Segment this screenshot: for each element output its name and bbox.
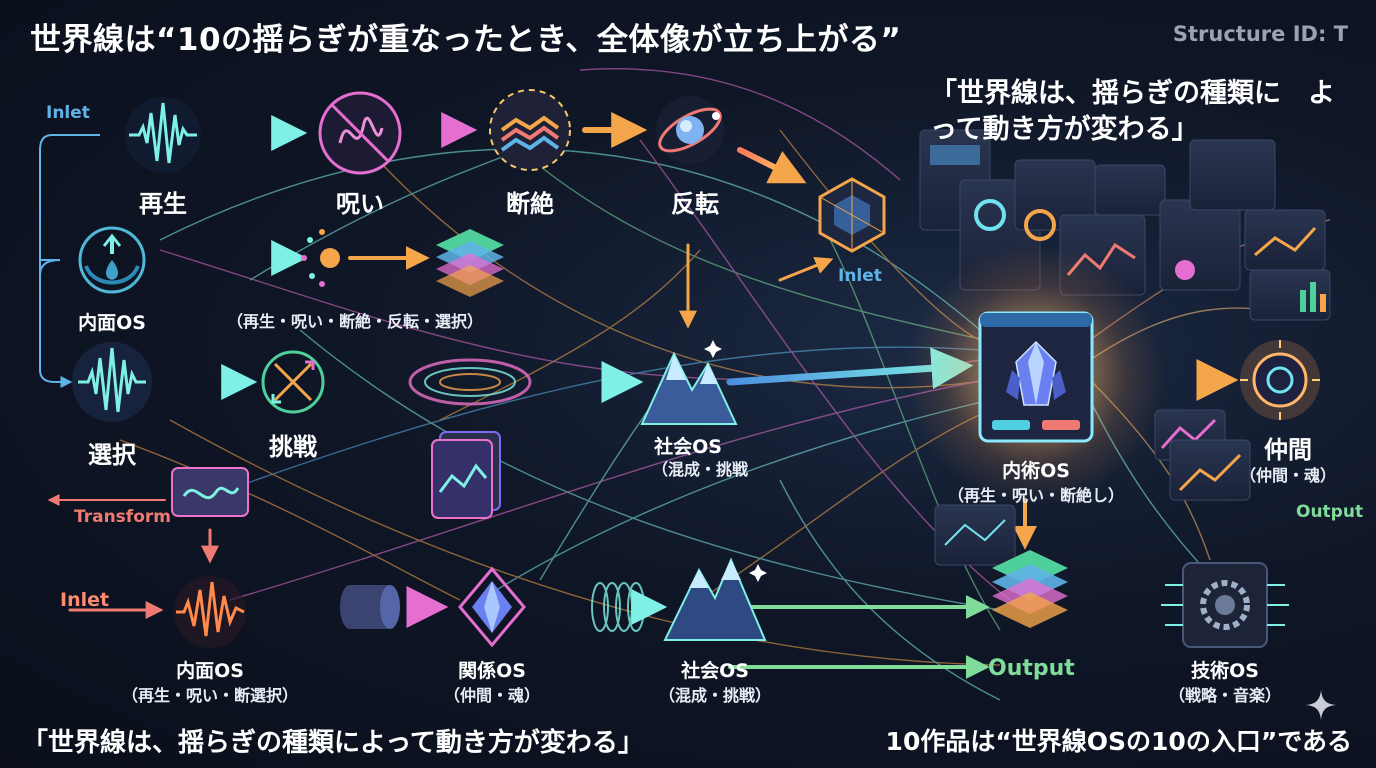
tube-icon bbox=[340, 585, 400, 629]
page-title: 世界線は“10の揺らぎが重なったとき、全体像が立ち上がる” bbox=[30, 22, 902, 58]
node-sentaku-label: 選択 bbox=[88, 441, 136, 469]
quote-bottom: 「世界線は、揺らぎの種類によって動き方が変わる」 bbox=[22, 728, 644, 758]
node-nakama-sub: （仲間・魂） bbox=[1239, 466, 1337, 485]
node-saisei-label: 再生 bbox=[139, 190, 187, 218]
gauge-icon bbox=[1240, 340, 1320, 420]
flow-label-inlet-bottom: Inlet bbox=[60, 589, 110, 611]
sparkle-icon bbox=[1306, 690, 1336, 720]
coil-icon bbox=[591, 582, 645, 632]
node-gijutsu-os-label: 技術OS bbox=[1191, 660, 1259, 682]
node-chousen-label: 挑戦 bbox=[269, 433, 317, 461]
node-kankei-os-label: 関係OS bbox=[458, 660, 526, 682]
node-shakai-os-mid-label: 社会OS bbox=[654, 436, 722, 458]
flow-label-transform: Transform bbox=[74, 507, 171, 527]
node-shakai-os-bottom-sub: （混成・挑戦） bbox=[658, 686, 772, 705]
crystal-diamond-icon bbox=[458, 566, 526, 648]
mountain-icon bbox=[640, 340, 738, 425]
equalizer-icon bbox=[174, 576, 246, 648]
node-kankei-os-sub: （仲間・魂） bbox=[443, 686, 541, 705]
node-naimen-os-bottom-sub: （再生・呪い・断選択） bbox=[121, 686, 299, 705]
waveform-icon bbox=[72, 342, 152, 422]
node-hanten-label: 反転 bbox=[671, 190, 719, 218]
layer-stack-icon bbox=[436, 229, 504, 297]
node-danzetsu-label: 断絶 bbox=[506, 190, 554, 218]
closing-statement: 10作品は“世界線OSの10の入口”である bbox=[885, 727, 1352, 756]
cube-icon bbox=[818, 177, 886, 253]
node-gijutsu-os-sub: （戦略・音楽） bbox=[1168, 686, 1282, 705]
burst-icon bbox=[301, 229, 340, 287]
node-nakama-label: 仲間 bbox=[1264, 436, 1312, 464]
hand-drop-icon bbox=[78, 226, 146, 294]
chart-card-icon bbox=[431, 431, 501, 519]
left-loop-bracket bbox=[39, 134, 100, 388]
flow-label-inlet-center: Inlet bbox=[838, 266, 882, 286]
node-shakai-os-bottom-label: 社会OS bbox=[681, 660, 749, 682]
waveform-icon bbox=[125, 97, 201, 173]
node-noroi-label: 呪い bbox=[336, 190, 384, 218]
crystal-hub-icon bbox=[905, 245, 1165, 505]
broken-layers-icon bbox=[489, 89, 571, 171]
wave-blob-icon bbox=[408, 358, 532, 406]
cross-arrows-icon bbox=[261, 350, 325, 414]
transform-card-icon bbox=[171, 467, 249, 517]
quote-top: 「世界線は、揺らぎの種類に よって動き方が変わる」 bbox=[930, 78, 1335, 145]
flow-label-inlet-top: Inlet bbox=[46, 103, 90, 123]
flow-label-output-right: Output bbox=[1296, 502, 1364, 522]
node-naimen-os-bottom-label: 内面OS bbox=[176, 660, 244, 682]
mountain-icon bbox=[663, 557, 767, 641]
node-naijutsu-os-sub: （再生・呪い・断絶し） bbox=[947, 486, 1125, 505]
layer-stack-icon bbox=[992, 550, 1068, 628]
orbit-icon bbox=[656, 96, 724, 164]
node-composite-label: （再生・呪い・断絶・反転・選択） bbox=[226, 312, 484, 331]
no-wave-icon bbox=[318, 91, 402, 175]
node-naijutsu-os-label: 内術OS bbox=[1002, 460, 1070, 482]
node-shakai-os-mid-sub: （混成・挑戦 bbox=[651, 460, 749, 479]
flow-label-output-center: Output bbox=[988, 656, 1075, 681]
structure-id: Structure ID: T bbox=[1172, 22, 1348, 46]
gear-chip-icon bbox=[1161, 562, 1289, 648]
node-naimen-os-top-label: 内面OS bbox=[78, 312, 146, 334]
